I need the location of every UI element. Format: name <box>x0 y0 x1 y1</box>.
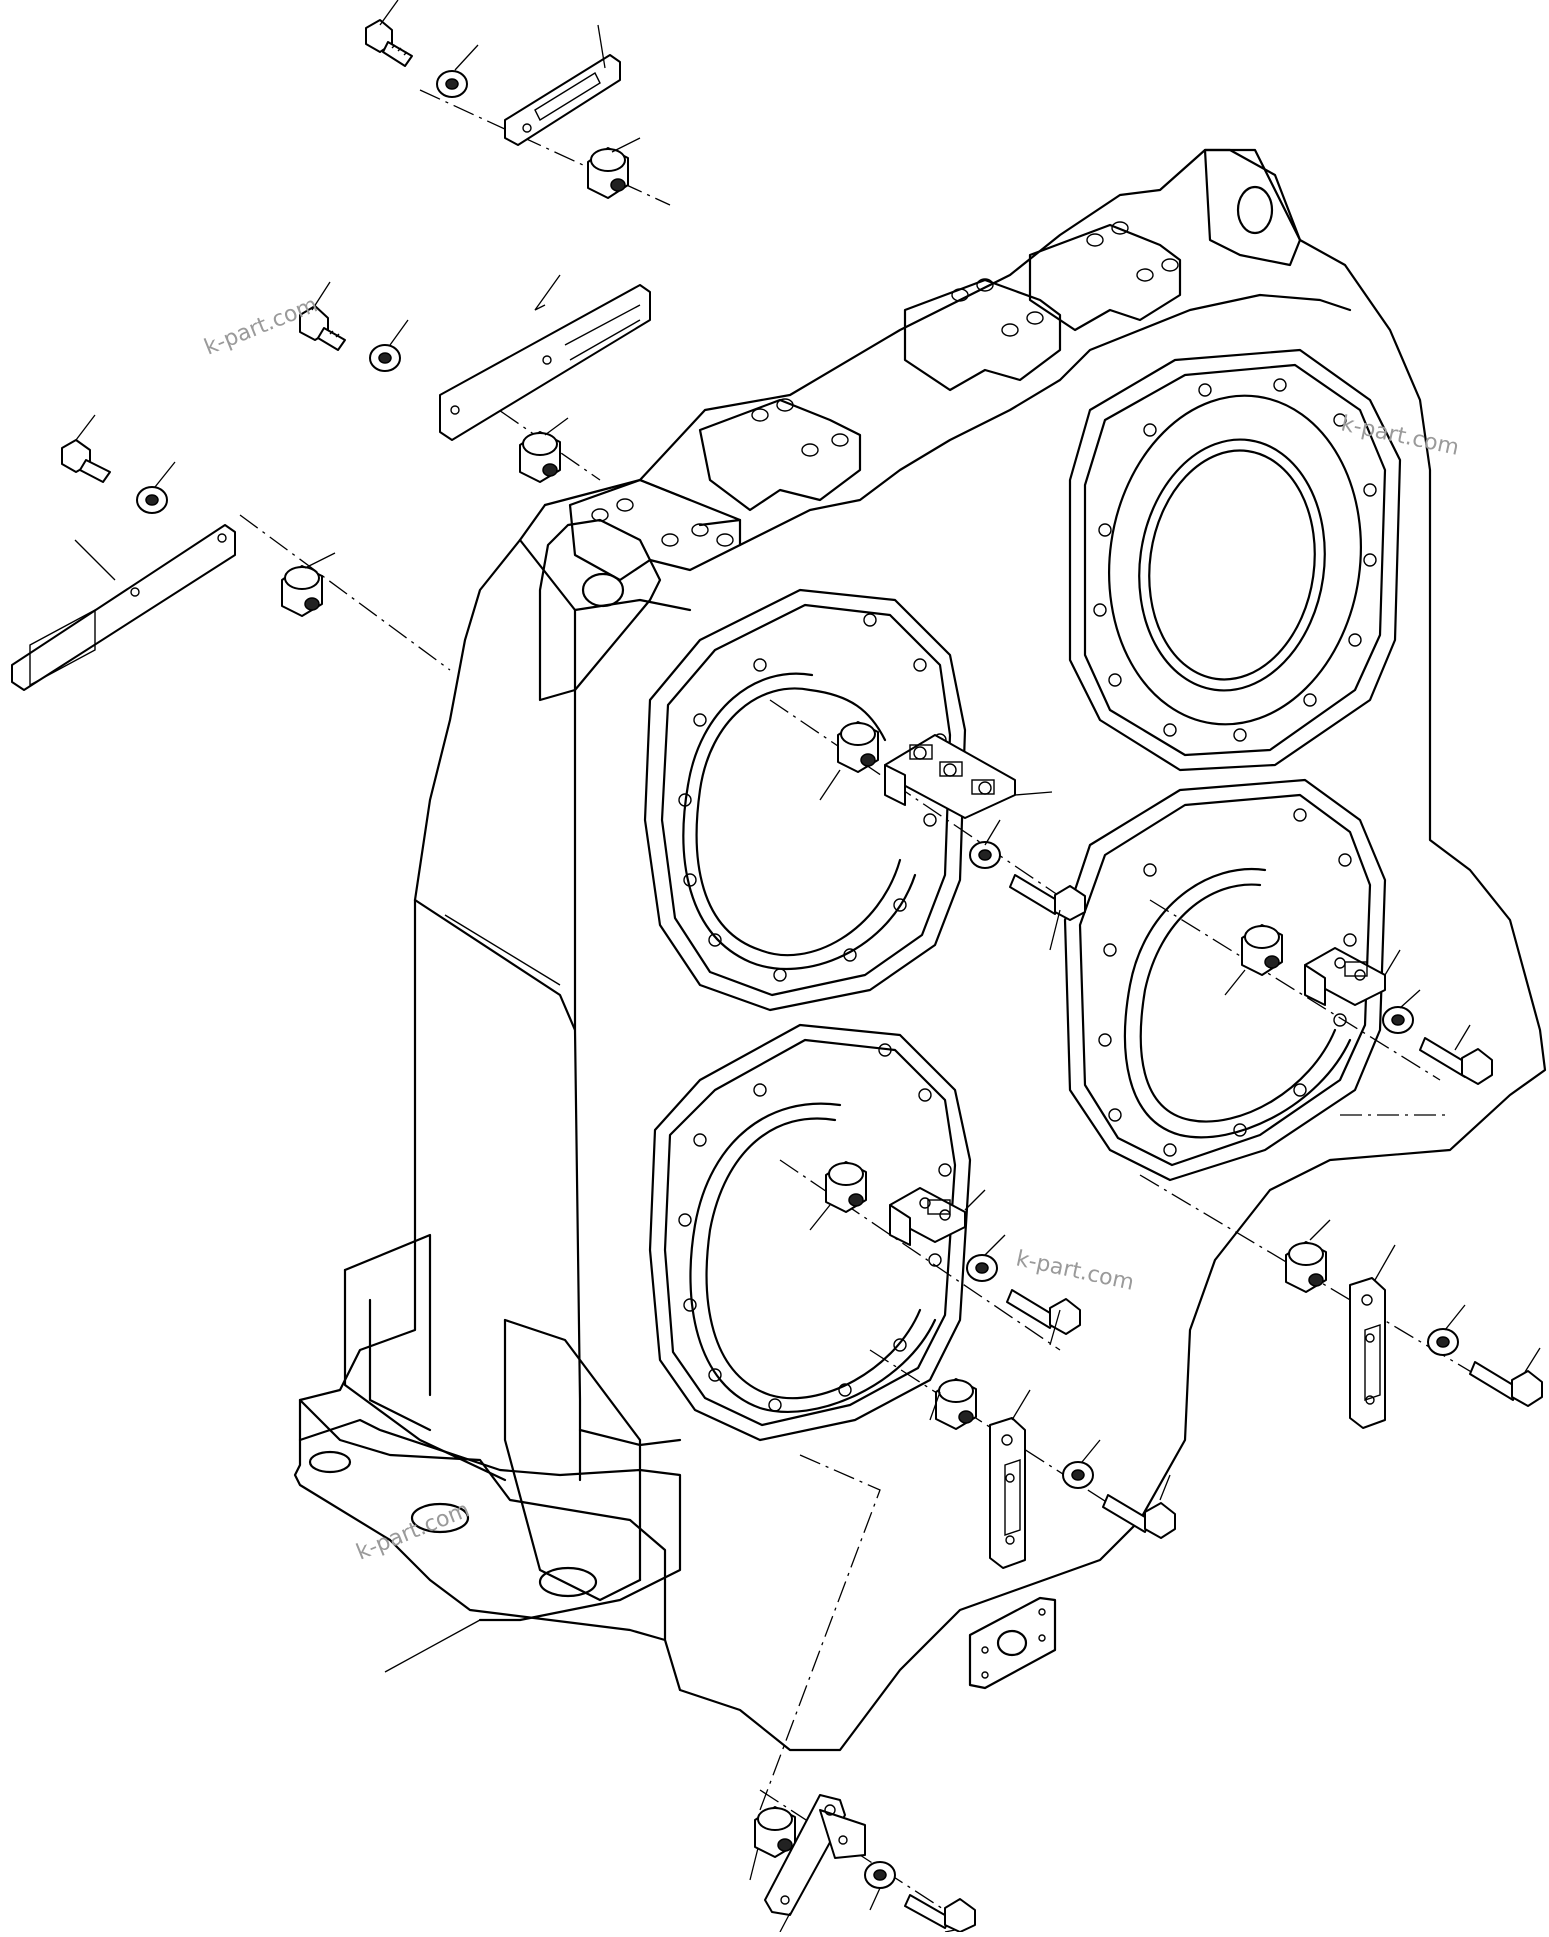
gearbox-housing <box>293 148 1547 1752</box>
washer-2 <box>369 344 401 372</box>
leader-lines <box>74 0 1541 1933</box>
mid-right-part-group <box>1241 924 1493 1085</box>
spacer-4 <box>837 721 879 773</box>
cap-bolt-holes <box>591 221 1179 547</box>
hex-bolt-top <box>365 19 413 67</box>
spacer-8 <box>935 1378 977 1430</box>
lower-middle-part-group <box>935 1378 1176 1569</box>
flat-bracket-1 <box>1349 1277 1386 1429</box>
top-cap-4 <box>1028 223 1182 332</box>
flat-bracket-2 <box>989 1417 1026 1569</box>
washer-3 <box>136 486 168 514</box>
angle-bracket-2 <box>1304 947 1386 1006</box>
hex-bolt-6 <box>1006 1289 1081 1335</box>
lower-right-part-group <box>1285 1241 1543 1429</box>
cover-bolt-holes <box>678 378 1377 1412</box>
top-part-group <box>365 19 629 199</box>
bottom-cover-plate <box>968 1596 1057 1690</box>
spacer-3 <box>281 565 323 617</box>
hex-bolt-3 <box>61 439 111 483</box>
second-part-group <box>299 284 651 483</box>
angled-bracket-bottom <box>764 1794 866 1916</box>
lower-left-part-group <box>825 1161 1081 1335</box>
bearing-cover-lower-left <box>648 1023 972 1442</box>
hex-bolt-4 <box>1009 874 1086 921</box>
washer-5 <box>1382 1006 1414 1034</box>
spacer-2 <box>519 431 561 483</box>
spacer-5 <box>1241 924 1283 976</box>
bearing-cover-upper-right <box>1068 348 1402 772</box>
bottom-part-group <box>754 1794 976 1933</box>
spacer-9 <box>754 1806 796 1858</box>
spacer-7 <box>1285 1241 1327 1293</box>
hex-bolt-9 <box>904 1894 976 1933</box>
housing-outline <box>293 148 1547 1752</box>
bearing-cover-middle-left <box>643 588 967 1012</box>
third-part-group <box>11 439 323 691</box>
washer-9 <box>864 1861 896 1889</box>
spacer-6 <box>825 1161 867 1213</box>
watermark-text-4: k-part.com <box>353 1498 473 1566</box>
top-cap-3 <box>903 278 1062 392</box>
washer-4 <box>969 841 1001 869</box>
washer-top <box>436 70 468 98</box>
spacer-top <box>587 147 629 199</box>
watermark-text-3: k-part.com <box>1014 1246 1136 1295</box>
mid-left-part-group <box>837 721 1086 921</box>
hex-bolt-2 <box>299 305 346 351</box>
clamp-plate-top <box>504 54 621 146</box>
angle-bracket-3 <box>889 1187 966 1246</box>
top-cap-2 <box>698 398 862 512</box>
hex-bolt-5 <box>1419 1037 1493 1085</box>
washer-7 <box>1427 1328 1459 1356</box>
watermark-text-2: k-part.com <box>1339 411 1461 460</box>
lifting-lug-right <box>1203 148 1302 267</box>
housing-left-face <box>298 503 547 1402</box>
lifting-lug-left <box>538 518 662 702</box>
clamp-plate-3 <box>11 524 236 691</box>
clamp-plate-2 <box>439 284 651 441</box>
bearing-cover-middle-right <box>1063 778 1387 1182</box>
top-cap-1 <box>568 478 742 582</box>
angle-bracket-1 <box>884 734 1016 819</box>
hex-bolt-8 <box>1102 1494 1176 1539</box>
foot-hole-2 <box>538 1566 598 1598</box>
washer-6 <box>966 1254 998 1282</box>
hex-bolt-7 <box>1469 1361 1543 1407</box>
foot-hole-1 <box>410 1502 470 1534</box>
washer-8 <box>1062 1461 1094 1489</box>
